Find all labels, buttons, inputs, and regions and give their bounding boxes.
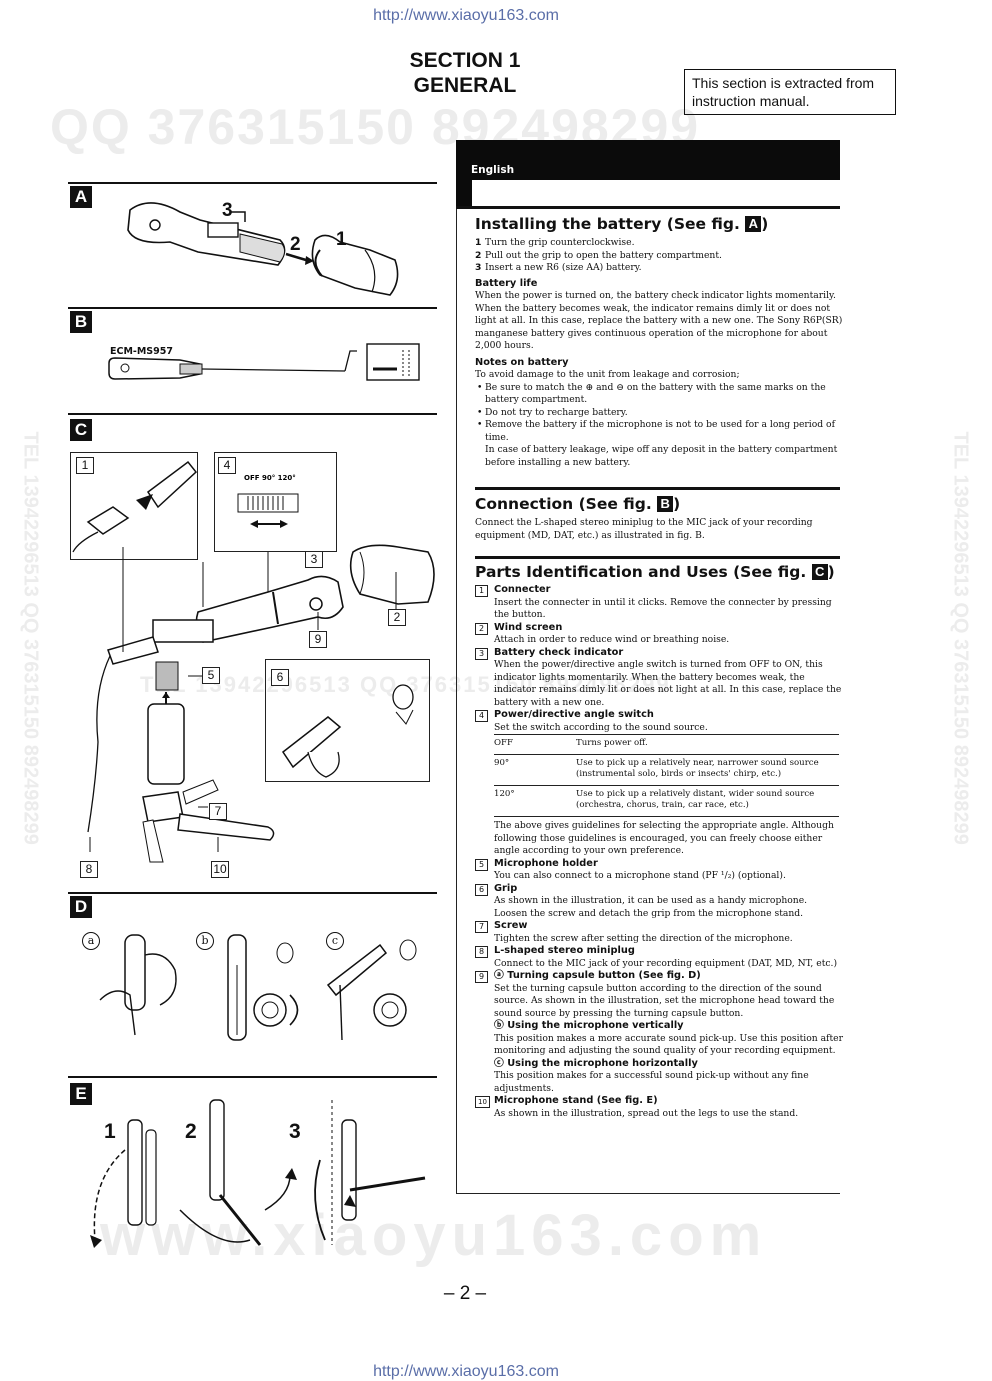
battery-notes-title: Notes on battery [475, 356, 569, 368]
fig-c-label-5: 5 [202, 667, 220, 684]
fig-c-label-9: 9 [309, 631, 327, 648]
battery-rule [456, 206, 840, 209]
connection-heading: Connection (See fig. B) [475, 495, 681, 513]
battery-leak-text: In case of battery leakage, wipe off any… [485, 444, 838, 468]
language-banner [456, 140, 840, 180]
part-9c-title: ⓒ Using the microphone horizontally [494, 1057, 698, 1069]
fig-c-rule [68, 413, 437, 415]
battery-note-2: Do not try to recharge battery. [475, 407, 843, 420]
fig-c-switch-text: OFF 90° 120° [244, 474, 296, 482]
url-header[interactable]: http://www.xiaoyu163.com [373, 7, 559, 24]
right-column-bottom-border [456, 1193, 840, 1194]
fig-c-label-7: 7 [209, 803, 227, 820]
page-number: – 2 – [443, 1283, 487, 1304]
battery-life-text: When the power is turned on, the battery… [475, 290, 843, 351]
fig-d-label-c: c [326, 932, 344, 950]
fig-d-label-a: a [82, 932, 100, 950]
fig-c-label-1: 1 [76, 457, 94, 474]
fig-c-inset-connecter [70, 452, 198, 560]
watermark-side-right: TEL 13942296513 QQ 376315150 892498299 [949, 431, 972, 845]
fig-c-label-8: 8 [80, 861, 98, 878]
fig-d-letter: D [70, 896, 92, 918]
battery-note-3: Remove the battery if the microphone is … [475, 419, 843, 444]
fig-d-label-b: b [196, 932, 214, 950]
extract-note: This section is extracted from instructi… [684, 69, 896, 115]
url-footer[interactable]: http://www.xiaoyu163.com [373, 1363, 559, 1380]
fig-a-step3: 3 [222, 200, 233, 221]
fig-c-label-10: 10 [211, 861, 229, 878]
fig-c-label-3: 3 [305, 551, 323, 568]
angle-guideline-text: The above gives guidelines for selecting… [494, 820, 834, 856]
fig-a-letter: A [70, 186, 92, 208]
connection-text: Connect the L-shaped stereo miniplug to … [475, 517, 813, 541]
battery-heading: Installing the battery (See fig. A) [475, 215, 769, 233]
fig-d-usage-illustration [99, 934, 417, 1041]
fig-e-stand-illustration [90, 1099, 426, 1248]
fig-a-rule [68, 182, 437, 184]
section-name: GENERAL [413, 74, 517, 97]
fig-c-label-2: 2 [388, 609, 406, 626]
fig-c-label-4: 4 [218, 457, 236, 474]
connection-section: Connection (See fig. B) Connect the L-sh… [475, 495, 843, 542]
battery-life-title: Battery life [475, 277, 538, 289]
part-9c-text: This position makes for a successful sou… [494, 1070, 809, 1094]
fig-b-model: ECM-MS957 [110, 346, 173, 357]
fig-c-letter: C [70, 419, 92, 441]
table-row: 90°Use to pick up a relatively near, nar… [494, 754, 839, 786]
part-9b-title: ⓑ Using the microphone vertically [494, 1020, 684, 1031]
fig-c-parts-illustration: OFF 90° 120° [72, 460, 435, 863]
fig-e-step1: 1 [104, 1120, 116, 1143]
fig-e-rule [68, 1076, 437, 1078]
fig-a-step1: 1 [336, 229, 347, 250]
fig-b-letter: B [70, 311, 92, 333]
language-banner-tab [456, 180, 472, 208]
fig-e-step3: 3 [289, 1120, 301, 1143]
fig-e-letter: E [70, 1083, 92, 1105]
language-label: English [471, 164, 515, 176]
parts-section: Parts Identification and Uses (See fig. … [475, 563, 843, 1120]
connection-rule [475, 487, 840, 490]
section-number: SECTION 1 [409, 49, 521, 72]
table-row: 120°Use to pick up a relatively distant,… [494, 785, 839, 817]
fig-b-rule [68, 307, 437, 309]
fig-a-step2: 2 [290, 234, 301, 255]
fig-d-rule [68, 892, 437, 894]
fig-c-inset-switch [214, 452, 337, 552]
section-title: SECTION 1 GENERAL [370, 48, 560, 98]
fig-a-battery-illustration [127, 202, 399, 296]
right-column-border [456, 209, 457, 1194]
fig-c-label-6: 6 [271, 669, 289, 686]
battery-note-1: Be sure to match the ⊕ and ⊖ on the batt… [475, 382, 843, 407]
watermark-side-left: TEL 13942296513 QQ 376315150 892498299 [19, 431, 42, 845]
watermark-bottom: www.xiaoyu163.com [100, 1203, 768, 1268]
battery-notes-intro: To avoid damage to the unit from leakage… [475, 369, 740, 380]
fig-c-inset-handheld [265, 659, 430, 782]
fig-b-connection-illustration [108, 343, 420, 381]
parts-rule [475, 556, 840, 559]
part-9b-text: This position makes a more accurate soun… [494, 1032, 843, 1057]
fig-e-step2: 2 [185, 1120, 197, 1143]
parts-heading: Parts Identification and Uses (See fig. … [475, 563, 835, 581]
